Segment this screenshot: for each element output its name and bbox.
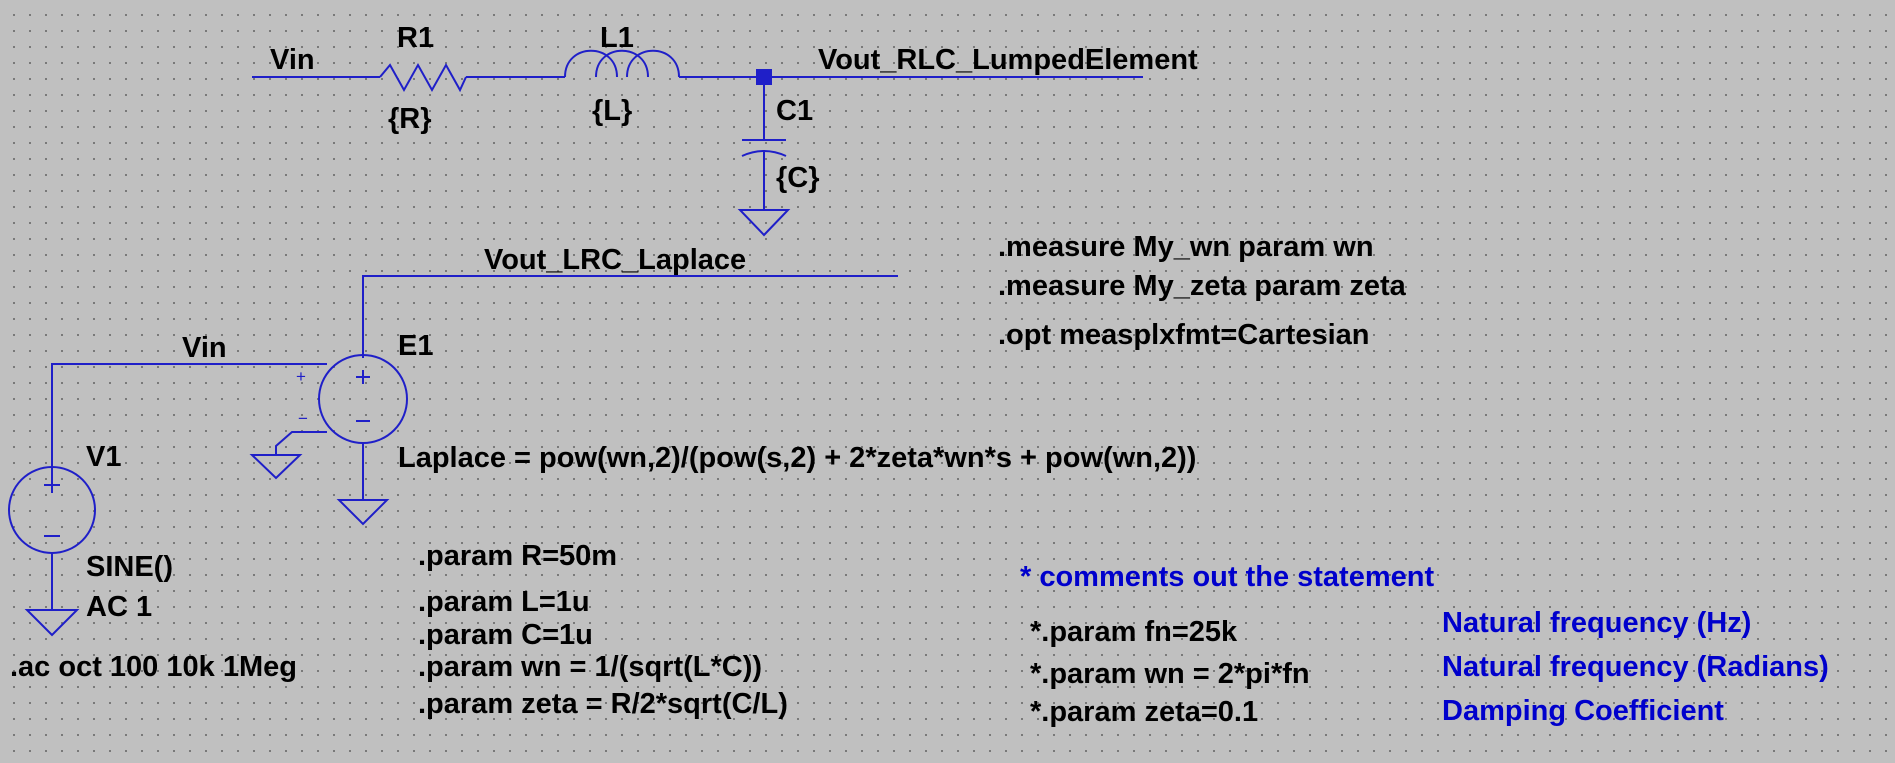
directive-measure-zeta[interactable]: .measure My_zeta param zeta [998, 270, 1406, 302]
comment-param-fn[interactable]: *.param fn=25k [1030, 616, 1238, 648]
ground-v1-icon [24, 609, 80, 637]
l1-name: L1 [600, 22, 634, 54]
e1-ctrl-plus-mark: + [296, 367, 306, 386]
wire-e1-out-vout-laplace[interactable] [362, 275, 898, 358]
v1-value-ac[interactable]: AC 1 [86, 591, 153, 623]
directive-opt[interactable]: .opt measplxfmt=Cartesian [998, 319, 1370, 351]
ground-c1-icon [737, 209, 791, 237]
directive-param-l[interactable]: .param L=1u [418, 586, 590, 618]
ground-e1-ctrl-icon [249, 454, 303, 480]
directive-param-zeta[interactable]: .param zeta = R/2*sqrt(C/L) [418, 688, 788, 720]
v1-value-sine[interactable]: SINE() [86, 551, 173, 583]
resistor-r1-symbol[interactable] [379, 62, 467, 93]
c1-name: C1 [776, 95, 814, 127]
e1-ctrl-minus-mark: − [298, 409, 308, 428]
net-label-vin-left[interactable]: Vin [182, 332, 227, 364]
net-label-vout-rlc[interactable]: Vout_RLC_LumpedElement [818, 44, 1198, 76]
inductor-l1-symbol[interactable] [564, 49, 680, 78]
e1-name: E1 [398, 330, 434, 362]
r1-value[interactable]: {R} [388, 103, 432, 135]
r1-name: R1 [397, 22, 435, 54]
v1-name: V1 [86, 441, 122, 473]
net-label-vout-laplace[interactable]: Vout_LRC_Laplace [484, 244, 747, 276]
directive-ac[interactable]: .ac oct 100 10k 1Meg [10, 651, 297, 683]
directive-param-c[interactable]: .param C=1u [418, 619, 593, 651]
note-natural-frequency-radians[interactable]: Natural frequency (Radians) [1442, 651, 1829, 683]
wire-e1-neg-ctrl[interactable] [275, 431, 327, 455]
ground-e1-icon [336, 499, 390, 526]
directive-param-r[interactable]: .param R=50m [418, 540, 618, 572]
wire-vin-left[interactable] [51, 363, 327, 478]
source-e1-symbol[interactable] [318, 354, 408, 444]
note-natural-frequency-hz[interactable]: Natural frequency (Hz) [1442, 607, 1752, 639]
comment-param-zeta[interactable]: *.param zeta=0.1 [1030, 696, 1259, 728]
c1-value[interactable]: {C} [776, 162, 820, 194]
note-damping-coefficient[interactable]: Damping Coefficient [1442, 695, 1724, 727]
directive-param-wn[interactable]: .param wn = 1/(sqrt(L*C)) [418, 651, 763, 683]
l1-value[interactable]: {L} [592, 95, 633, 127]
net-label-vin-top[interactable]: Vin [270, 44, 315, 76]
directive-measure-wn[interactable]: .measure My_wn param wn [998, 231, 1374, 263]
comment-header[interactable]: * comments out the statement [1020, 561, 1435, 593]
e1-laplace-expression[interactable]: Laplace = pow(wn,2)/(pow(s,2) + 2*zeta*w… [398, 442, 1197, 474]
comment-param-wn[interactable]: *.param wn = 2*pi*fn [1030, 658, 1310, 690]
